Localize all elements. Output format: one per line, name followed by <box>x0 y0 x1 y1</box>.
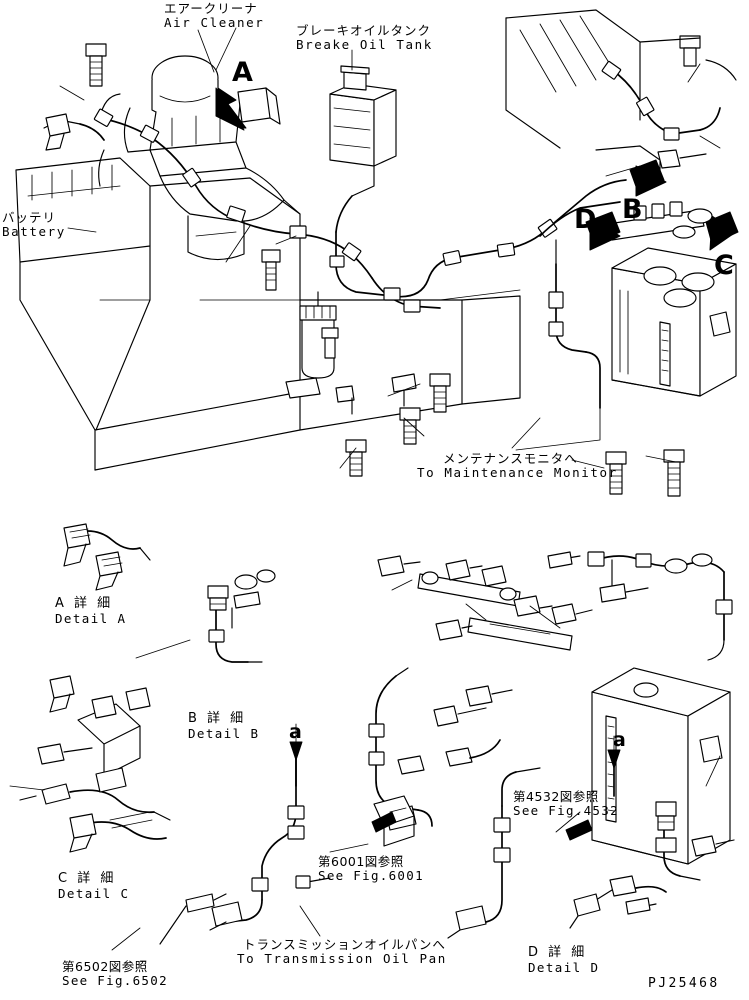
upper-right-detail-cluster <box>547 551 733 661</box>
monitor-pipe <box>515 239 601 451</box>
hydraulic-tank-upper-right <box>611 247 737 397</box>
callout-letter-c: C <box>714 250 734 281</box>
label-transmission-oil-pan-en: To Transmission Oil Pan <box>237 951 447 966</box>
right-frame-piping <box>505 9 737 237</box>
callout-letter-a: A <box>232 57 253 88</box>
lower-center-piping <box>159 755 331 945</box>
label-transmission-oil-pan: トランスミッションオイルパンへ To Transmission Oil Pan <box>237 938 447 966</box>
label-maintenance-monitor-jp: メンテナンスモニタへ <box>443 451 578 466</box>
label-brake-oil-tank-jp: ブレーキオイルタンク <box>296 23 432 38</box>
caption-detail-a-en: Detail A <box>55 610 127 626</box>
figure-ref-6502-jp: 第6502図参照 <box>62 959 148 974</box>
detail-c-art <box>19 675 171 853</box>
figure-ref-6001: 第6001図参照 See Fig.6001 <box>318 855 424 883</box>
detail-d-art <box>569 801 735 929</box>
figure-ref-6001-en: See Fig.6001 <box>318 868 424 883</box>
caption-detail-b-en: Detail B <box>188 725 260 741</box>
caption-detail-d: D 詳 細 Detail D <box>528 945 600 975</box>
label-transmission-oil-pan-jp: トランスミッションオイルパンへ <box>243 937 446 952</box>
callout-letter-d: D <box>574 204 597 235</box>
mid-brackets <box>285 373 417 415</box>
callout-arrow-transmission <box>371 811 397 833</box>
callout-letter-a-lower-left: a <box>289 721 302 743</box>
label-battery-en: Battery <box>2 224 66 239</box>
caption-detail-a: A 詳 細 Detail A <box>55 596 127 626</box>
label-battery: バッテリ Battery <box>2 211 66 239</box>
bolt-group-upper <box>45 43 339 359</box>
chassis-frame <box>15 157 521 471</box>
caption-detail-c: C 詳 細 Detail C <box>58 871 130 901</box>
caption-detail-b: B 詳 細 Detail B <box>188 711 260 741</box>
linkage-bar <box>377 555 593 651</box>
caption-detail-b-jp: B 詳 細 <box>188 711 247 726</box>
figure-ref-4532: 第4532図参照 See Fig.4532 <box>513 790 619 818</box>
hydraulic-tank-lower-right <box>591 667 731 865</box>
valve-cluster-b <box>607 201 713 241</box>
bolt-group-right-mid <box>605 449 685 497</box>
caption-detail-c-jp: C 詳 細 <box>58 871 117 886</box>
figure-ref-6502-en: See Fig.6502 <box>62 973 168 988</box>
label-air-cleaner-en: Air Cleaner <box>164 15 265 30</box>
lower-right-vertical-pipe <box>447 767 541 939</box>
caption-detail-d-jp: D 詳 細 <box>528 945 588 960</box>
callout-letter-b: B <box>622 194 643 225</box>
bolt-top-right <box>679 35 701 67</box>
air-cleaner-assembly <box>99 55 281 177</box>
figure-ref-4532-jp: 第4532図参照 <box>513 789 599 804</box>
label-battery-jp: バッテリ <box>2 210 57 225</box>
drawing-part-number: PJ25468 <box>648 976 720 991</box>
brake-oil-tank <box>329 65 397 197</box>
detail-a-art <box>63 523 151 591</box>
label-air-cleaner-jp: エアークリーナ <box>164 1 258 16</box>
figure-ref-6502: 第6502図参照 See Fig.6502 <box>62 960 168 988</box>
callout-arrows <box>215 87 739 841</box>
callout-letter-a-lower-right: a <box>613 729 626 751</box>
bolt-group-lower-center <box>345 373 451 477</box>
label-maintenance-monitor-en: To Maintenance Monitor <box>417 465 618 480</box>
engine-contours <box>98 149 301 261</box>
caption-detail-c-en: Detail C <box>58 885 130 901</box>
detail-b-art <box>207 569 276 663</box>
leader-lines <box>9 27 721 951</box>
caption-detail-d-en: Detail D <box>528 959 600 975</box>
label-brake-oil-tank-en: Breake Oil Tank <box>296 37 433 52</box>
label-brake-oil-tank: ブレーキオイルタンク Breake Oil Tank <box>296 24 433 52</box>
callout-arrow-fig4532 <box>565 819 593 841</box>
figure-ref-6001-jp: 第6001図参照 <box>318 854 404 869</box>
figure-ref-4532-en: See Fig.4532 <box>513 803 619 818</box>
label-maintenance-monitor: メンテナンスモニタへ To Maintenance Monitor <box>417 452 618 480</box>
caption-detail-a-jp: A 詳 細 <box>55 596 114 611</box>
label-air-cleaner: エアークリーナ Air Cleaner <box>164 2 264 30</box>
